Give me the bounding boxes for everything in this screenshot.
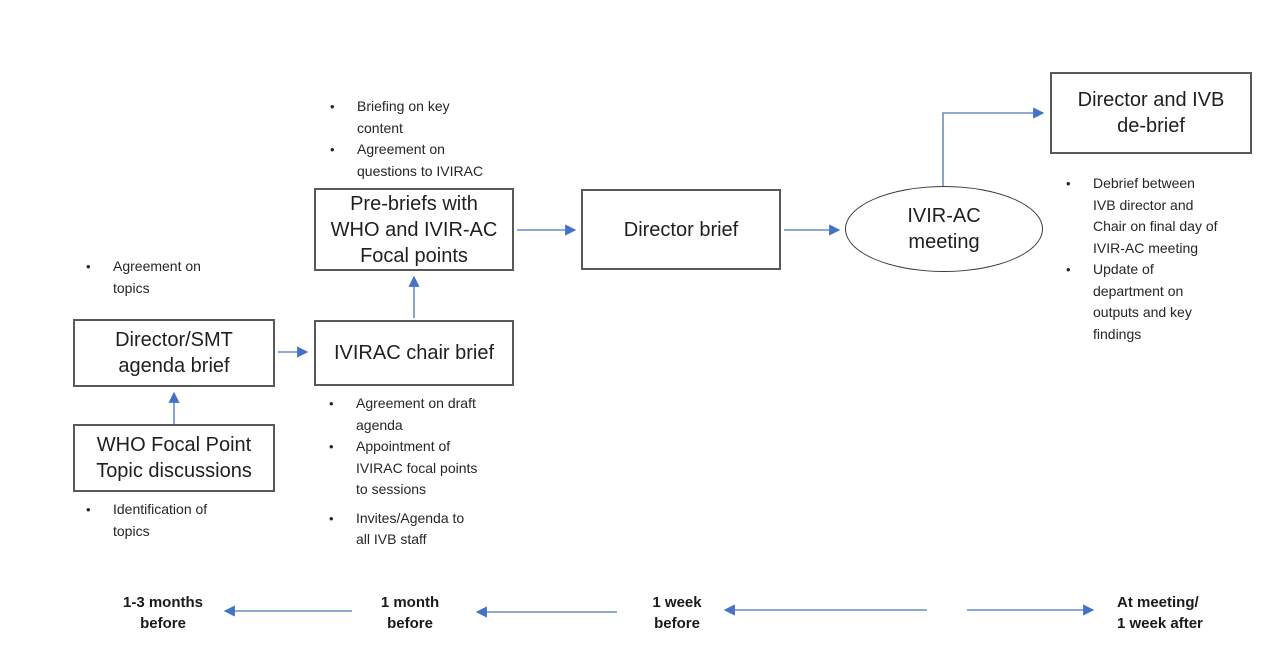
bullet-text: Update of department on outputs and key … bbox=[1093, 261, 1192, 342]
timeline-label-at-meeting-1-week-after: At meeting/ 1 week after bbox=[1117, 594, 1203, 632]
timeline-label-1-month-before: 1 month before bbox=[380, 594, 440, 632]
flow-box-ivirac-chair-brief: IVIRAC chair brief bbox=[314, 320, 514, 386]
flow-box-pre-briefs-focal-points: Pre-briefs with WHO and IVIR-AC Focal po… bbox=[314, 188, 514, 271]
bullet-text: Agreement on questions to IVIRAC bbox=[357, 141, 484, 179]
bullet-text: Agreement on topics bbox=[113, 258, 201, 296]
bullet-icon: • bbox=[86, 259, 91, 274]
bullet-item: • Debrief between IVB director and Chair… bbox=[1064, 173, 1259, 259]
bullet-item: • Agreement on topics bbox=[84, 256, 254, 299]
bullet-text: Agreement on draft agenda bbox=[356, 395, 476, 433]
flow-box-who-focal-point-topic-discussions: WHO Focal Point Topic discussions bbox=[73, 424, 275, 492]
bullet-item: • Briefing on key content bbox=[328, 96, 528, 139]
bullet-list-agreement-on-topics: • Agreement on topics bbox=[84, 256, 254, 299]
bullet-text: Briefing on key content bbox=[357, 98, 450, 136]
bullet-icon: • bbox=[1066, 176, 1071, 191]
bullet-item: • Agreement on questions to IVIRAC bbox=[328, 139, 528, 182]
flow-box-director-ivb-debrief: Director and IVB de-brief bbox=[1050, 72, 1252, 154]
bullet-list-identification-of-topics: • Identification of topics bbox=[84, 499, 264, 542]
timeline-label-1-week-before: 1 week before bbox=[652, 594, 702, 632]
bullet-item: • Agreement on draft agenda bbox=[327, 393, 527, 436]
bullet-icon: • bbox=[86, 502, 91, 517]
bullet-icon: • bbox=[330, 99, 335, 114]
bullet-list-chair-brief-notes: • Agreement on draft agenda • Appointmen… bbox=[327, 393, 527, 551]
bullet-text: Identification of topics bbox=[113, 501, 208, 539]
bullet-list-prebrief-notes: • Briefing on key content • Agreement on… bbox=[328, 96, 528, 182]
bullet-text: Invites/Agenda to all IVB staff bbox=[356, 509, 465, 548]
bullet-icon: • bbox=[1066, 262, 1071, 277]
bullet-text: Debrief between IVB director and Chair o… bbox=[1093, 175, 1218, 256]
timeline-label-1-3-months-before: 1-3 months before bbox=[122, 594, 203, 632]
bullet-item: • Identification of topics bbox=[84, 499, 264, 542]
bullet-icon: • bbox=[329, 396, 334, 411]
arrow-meeting-to-debrief bbox=[942, 107, 1045, 186]
flow-ellipse-ivirac-meeting: IVIR-AC meeting bbox=[845, 186, 1043, 272]
bullet-item: • Appointment of IVIRAC focal points to … bbox=[327, 436, 527, 501]
bullet-item: • Invites/Agenda to all IVB staff bbox=[327, 508, 527, 551]
bullet-icon: • bbox=[329, 510, 334, 526]
bullet-text: Appointment of IVIRAC focal points to se… bbox=[356, 438, 478, 497]
bullet-item: • Update of department on outputs and ke… bbox=[1064, 259, 1259, 345]
bullet-list-debrief-notes: • Debrief between IVB director and Chair… bbox=[1064, 173, 1259, 345]
flow-box-director-smt-agenda-brief: Director/SMT agenda brief bbox=[73, 319, 275, 387]
bullet-icon: • bbox=[329, 439, 334, 454]
bullet-icon: • bbox=[330, 142, 335, 157]
flow-box-director-brief: Director brief bbox=[581, 189, 781, 270]
